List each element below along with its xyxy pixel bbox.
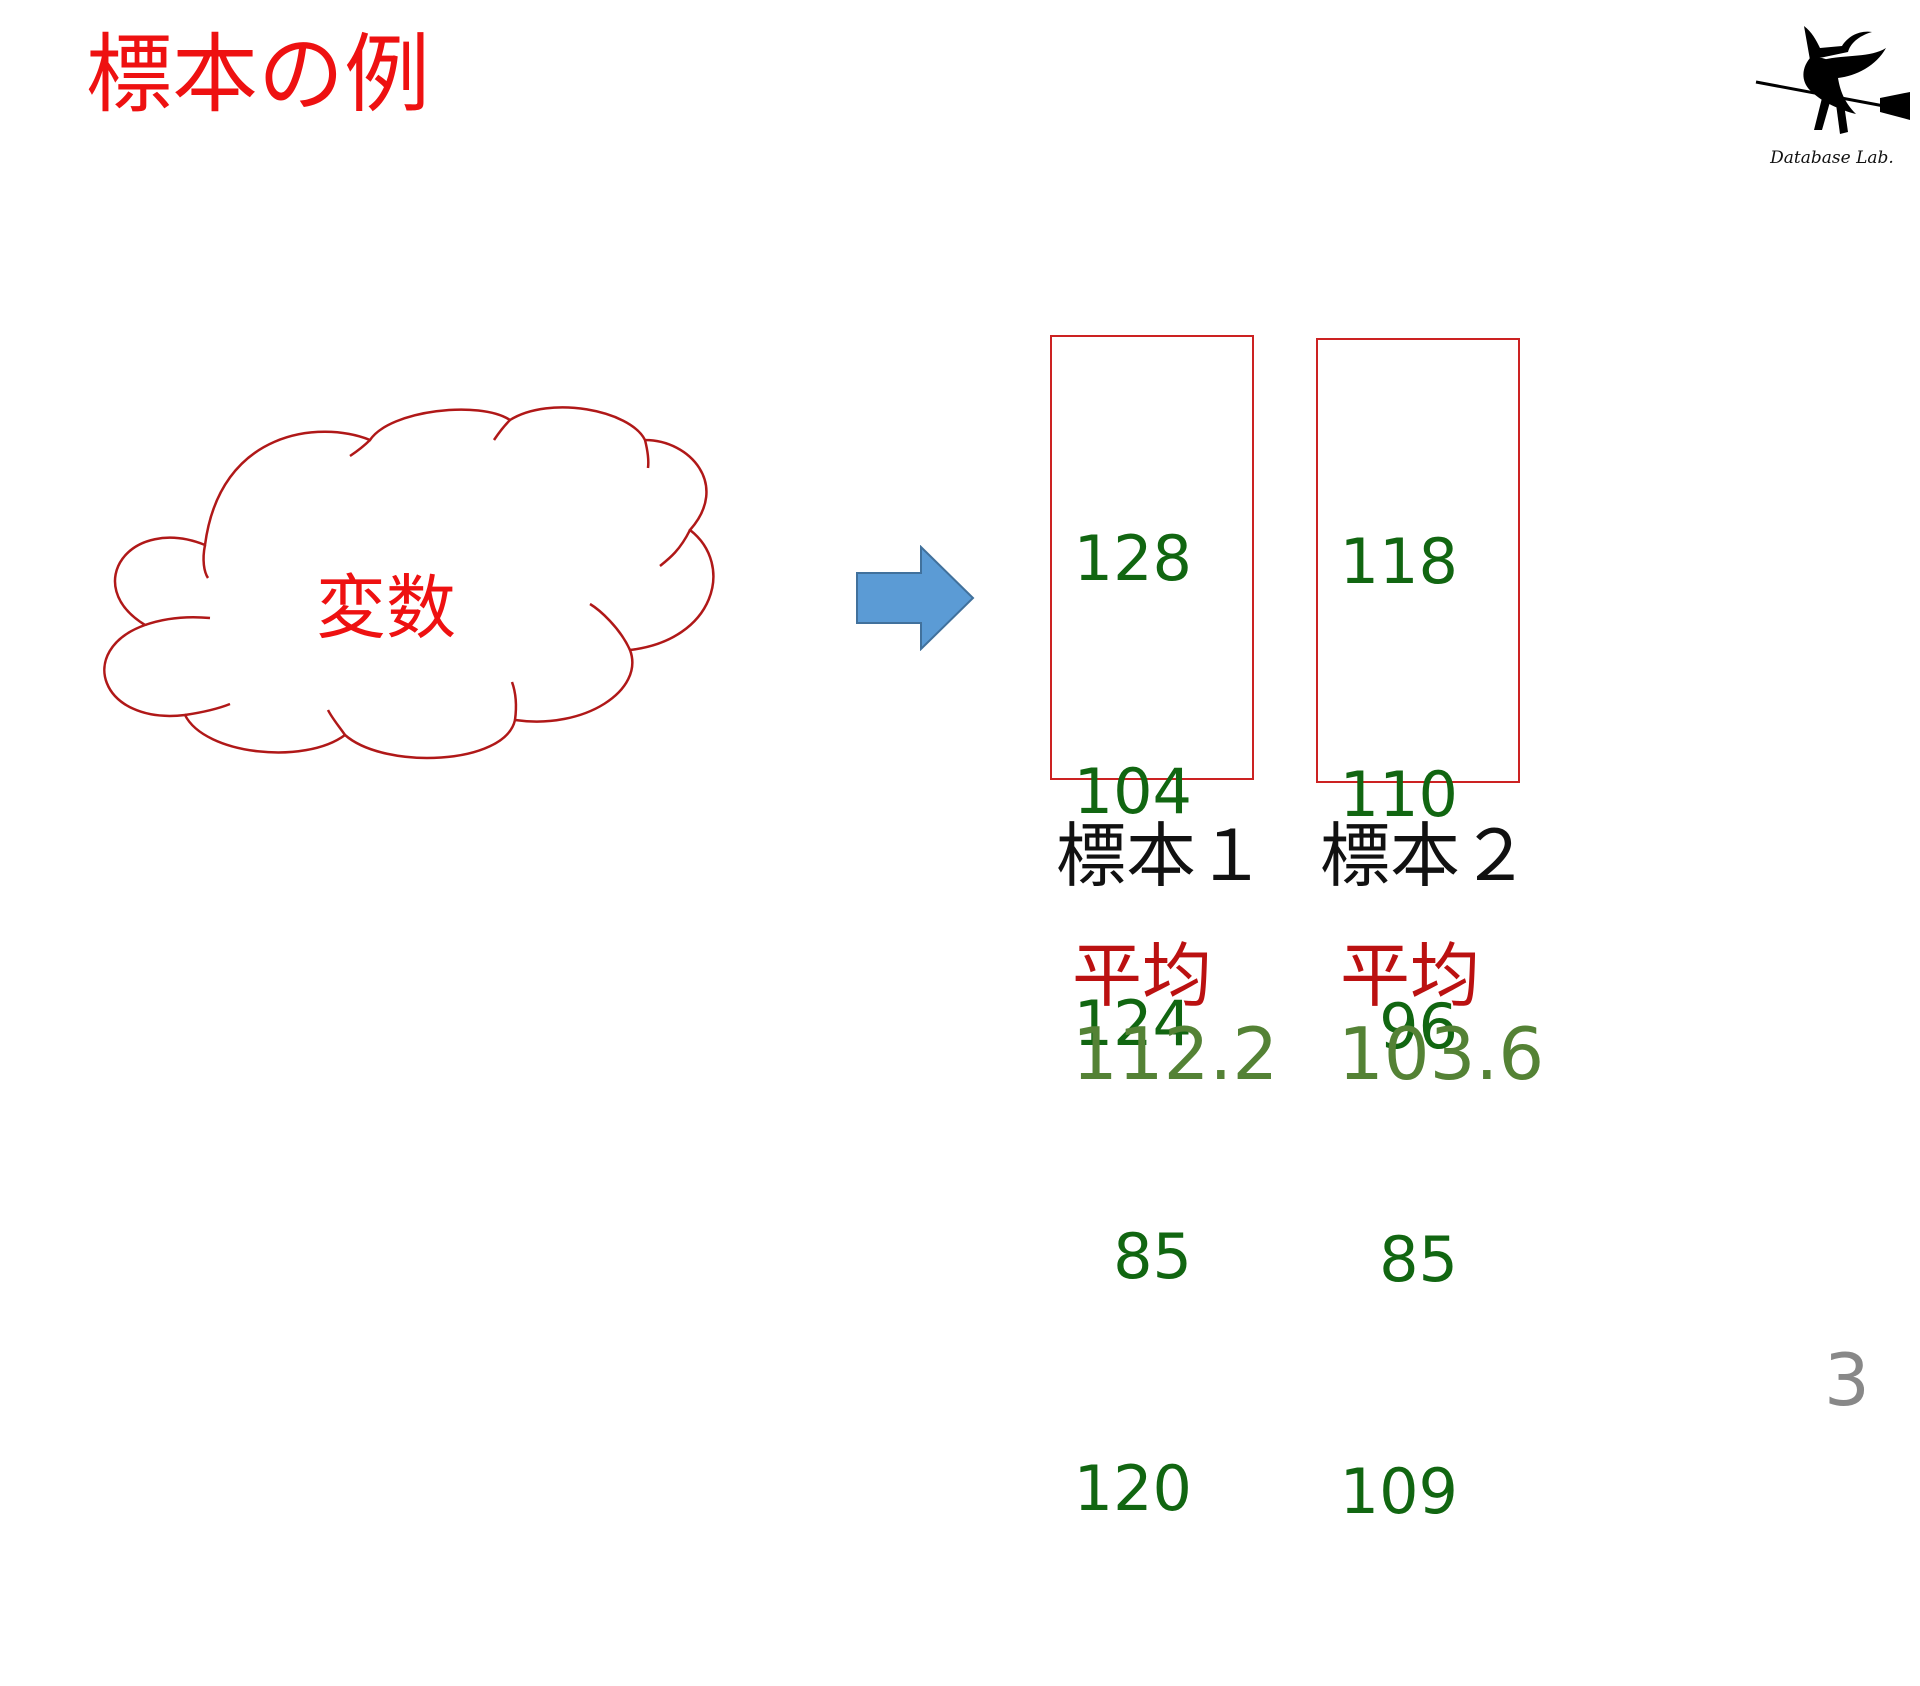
sample-value: 124 (1073, 987, 1192, 1060)
cloud-label: 変数 (316, 567, 456, 649)
sample-1-mean-label: 平均 (1072, 935, 1212, 1017)
sample-2-box: 118 110 96 85 109 (1316, 338, 1520, 1528)
sample-2-label: 標本２ (1320, 815, 1530, 897)
cloud-shape (103, 406, 715, 760)
sample-2-mean-value: 103.6 (1338, 1012, 1545, 1096)
sample-value: 109 (1339, 1455, 1458, 1528)
sample-value: 85 (1113, 1219, 1192, 1293)
sample-value: 85 (1379, 1222, 1458, 1296)
sample-1-box: 128 104 124 85 120 (1050, 335, 1254, 1525)
witch-on-broom-icon (1755, 26, 1910, 134)
logo-text: Database Lab. (1770, 148, 1894, 168)
sample-value: 120 (1073, 1452, 1192, 1525)
sample-value: 110 (1339, 757, 1458, 831)
sample-value: 104 (1073, 754, 1192, 828)
sample-value: 118 (1339, 525, 1458, 598)
sample-value: 128 (1073, 522, 1192, 595)
slide-title: 標本の例 (86, 25, 430, 125)
sample-2-mean-label: 平均 (1340, 935, 1480, 1017)
right-arrow-icon (856, 545, 975, 651)
sample-value: 96 (1379, 990, 1458, 1063)
sample-1-mean-value: 112.2 (1072, 1012, 1279, 1096)
sample-1-label: 標本１ (1056, 815, 1266, 897)
page-number: 3 (1824, 1338, 1870, 1422)
